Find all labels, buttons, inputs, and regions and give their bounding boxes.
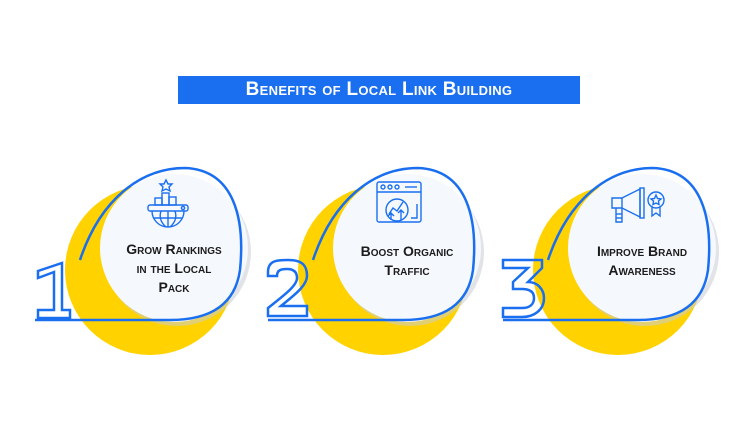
number-2 bbox=[266, 258, 309, 318]
benefit-card-1: Grow Rankings in the Local Pack bbox=[30, 160, 260, 360]
benefit-3-label: Improve Brand Awareness bbox=[596, 243, 688, 278]
page-title-text: Benefits of Local Link Building bbox=[245, 79, 513, 100]
browser-growth-icon bbox=[375, 180, 423, 231]
megaphone-award-icon bbox=[610, 186, 666, 231]
benefit-2-graphic bbox=[266, 166, 484, 355]
number-1 bbox=[36, 261, 72, 320]
benefit-card-3: Improve Brand Awareness bbox=[498, 160, 728, 360]
page-title: Benefits of Local Link Building bbox=[178, 76, 580, 104]
benefit-1-label: Grow Rankings in the Local Pack bbox=[126, 241, 222, 295]
benefit-2-label: Boost Organic Traffic bbox=[360, 243, 454, 278]
benefit-1-graphic bbox=[35, 166, 251, 355]
benefit-3-graphic bbox=[501, 166, 719, 355]
ranking-globe-icon bbox=[144, 178, 194, 233]
number-3 bbox=[501, 258, 546, 319]
benefit-card-2: Boost Organic Traffic bbox=[263, 160, 493, 360]
